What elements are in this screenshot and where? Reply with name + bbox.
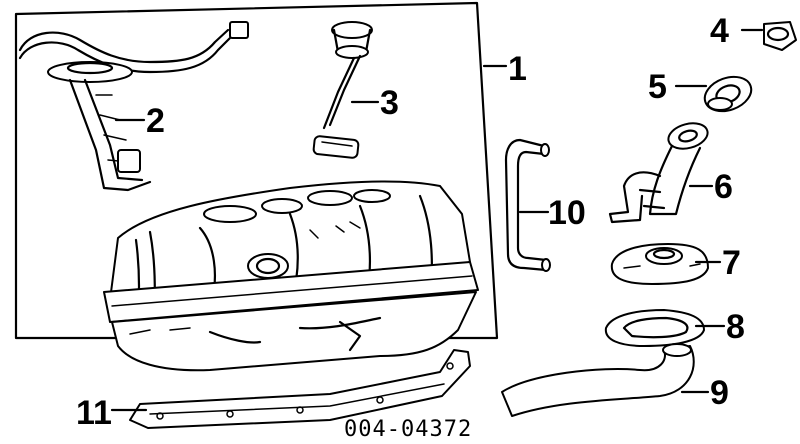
filler-hose [501,343,695,417]
filler-gasket [703,75,753,113]
callout-11: 11 [76,394,112,432]
callout-2: 2 [146,102,165,140]
callout-4: 4 [710,12,729,50]
callout-8: 8 [726,308,745,346]
callout-10: 10 [548,194,586,232]
callout-1: 1 [508,50,527,88]
filler-pipe [608,122,709,224]
housing-gasket [604,309,705,347]
filler-housing [610,243,709,285]
part-code-label: 004-04372 [344,417,472,442]
callout-6: 6 [714,168,733,206]
tank-strap [129,349,471,429]
assembly-frame [14,1,499,340]
callout-9: 9 [710,374,729,412]
breather-hose [504,138,551,272]
fuel-tank [103,180,479,372]
fuel-sender-bracket [18,21,249,192]
callout-3: 3 [380,84,399,122]
callout-5: 5 [648,68,667,106]
callout-7: 7 [722,244,741,282]
fuel-cap [763,21,797,51]
fuel-gauge-sender [312,21,373,159]
leader-lines [110,28,764,412]
